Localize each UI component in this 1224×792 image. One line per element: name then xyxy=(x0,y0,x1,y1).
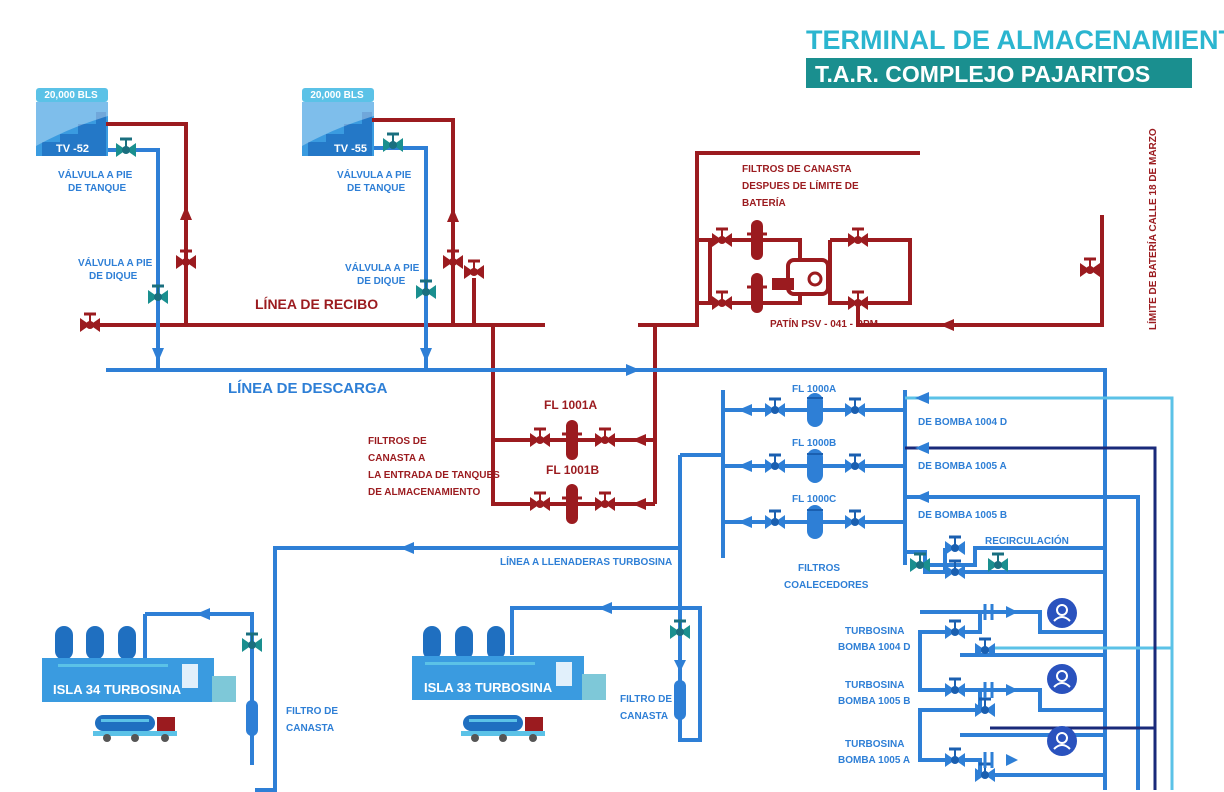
inlet-filters-label-3: LA ENTRADA DE TANQUES xyxy=(368,470,500,481)
pump-1005a-label-2: BOMBA 1005 A xyxy=(838,755,910,766)
coalescers-label-2: COALECEDORES xyxy=(784,580,869,591)
island-34-icon xyxy=(42,626,236,702)
receive-line-label: LÍNEA DE RECIBO xyxy=(255,296,378,312)
pump-source-1005a: DE BOMBA 1005 A xyxy=(918,461,1007,472)
island-34-filter-label-1: FILTRO DE xyxy=(286,706,338,717)
fl1000a-label: FL 1000A xyxy=(792,384,836,395)
fl1001b-label: FL 1001B xyxy=(546,463,599,477)
navy-lines xyxy=(905,446,1157,790)
tanker-truck-34-icon xyxy=(93,715,177,742)
skid-label: PATÍN PSV - 041 - RPM xyxy=(770,317,878,330)
title-line1: TERMINAL DE ALMACENAMIENTO xyxy=(806,25,1224,55)
battery-limit-label: LÍMITE DE BATERÍA CALLE 18 DE MARZO xyxy=(1146,128,1159,330)
dike-valve-2-label-1: VÁLVULA A PIE xyxy=(345,261,420,274)
fl1000b-label: FL 1000B xyxy=(792,438,836,449)
red-receive-lines xyxy=(80,118,1104,506)
tv55-valve-label-1: VÁLVULA A PIE xyxy=(337,168,412,181)
tank-tv55-name: TV -55 xyxy=(334,143,367,155)
island-34-filter-label-2: CANASTA xyxy=(286,723,334,734)
tv52-valve-label-2: DE TANQUE xyxy=(68,183,126,194)
discharge-line-label: LÍNEA DE DESCARGA xyxy=(228,380,388,397)
tank-tv52-name: TV -52 xyxy=(56,143,89,155)
pump-1004d-label-1: TURBOSINA xyxy=(845,626,904,637)
dike-valve-2-label-2: DE DIQUE xyxy=(357,276,406,287)
coalescers-label-1: FILTROS xyxy=(798,563,840,574)
pump-1004d-icon xyxy=(1046,597,1078,629)
island-33-icon xyxy=(412,626,606,700)
inlet-filters-label-2: CANASTA A xyxy=(368,453,425,464)
inlet-filters-label-4: DE ALMACENAMIENTO xyxy=(368,487,480,498)
title-band xyxy=(806,58,1192,88)
island-33-filter-label-1: FILTRO DE xyxy=(620,694,672,705)
island-33-label: ISLA 33 TURBOSINA xyxy=(424,680,553,695)
pump-1005a-icon xyxy=(1046,725,1078,757)
tanker-truck-33-icon xyxy=(461,715,545,742)
after-filters-label-1: FILTROS DE CANASTA xyxy=(742,164,852,175)
pump-source-1004d: DE BOMBA 1004 D xyxy=(918,417,1007,428)
recirculation-label: RECIRCULACIÓN xyxy=(985,534,1069,547)
after-filters-label-2: DESPUES DE LÍMITE DE xyxy=(742,179,859,192)
island-33-filter-label-2: CANASTA xyxy=(620,711,668,722)
psv-skid-icon xyxy=(772,258,830,296)
inlet-filters-label-1: FILTROS DE xyxy=(368,436,427,447)
pump-1005b-icon xyxy=(1046,663,1078,695)
pump-1005a-label-1: TURBOSINA xyxy=(845,739,904,750)
title-line2: T.A.R. COMPLEJO PAJARITOS xyxy=(815,61,1150,87)
pump-1005b-label-2: BOMBA 1005 B xyxy=(838,696,910,707)
dike-valve-1-label-1: VÁLVULA A PIE xyxy=(78,256,153,269)
after-filters-label-3: BATERÍA xyxy=(742,196,786,209)
island-34-label: ISLA 34 TURBOSINA xyxy=(53,682,182,697)
dike-valve-1-label-2: DE DIQUE xyxy=(89,271,138,282)
basket-filter-34-icon xyxy=(246,700,258,736)
pump-source-1005b: DE BOMBA 1005 B xyxy=(918,510,1007,521)
fl1000c-label: FL 1000C xyxy=(792,494,836,505)
fl1001a-label: FL 1001A xyxy=(544,398,597,412)
tank-tv55-capacity: 20,000 BLS xyxy=(310,90,364,101)
fuel-loading-line-label: LÍNEA A LLENADERAS TURBOSINA xyxy=(500,555,672,568)
basket-filter-33-icon xyxy=(674,680,686,720)
tv52-valve-label-1: VÁLVULA A PIE xyxy=(58,168,133,181)
tank-tv52-capacity: 20,000 BLS xyxy=(44,90,98,101)
pump-1004d-label-2: BOMBA 1004 D xyxy=(838,642,910,653)
tv55-valve-label-2: DE TANQUE xyxy=(347,183,405,194)
pump-1005b-label-1: TURBOSINA xyxy=(845,680,904,691)
lightblue-lines xyxy=(905,396,1174,790)
